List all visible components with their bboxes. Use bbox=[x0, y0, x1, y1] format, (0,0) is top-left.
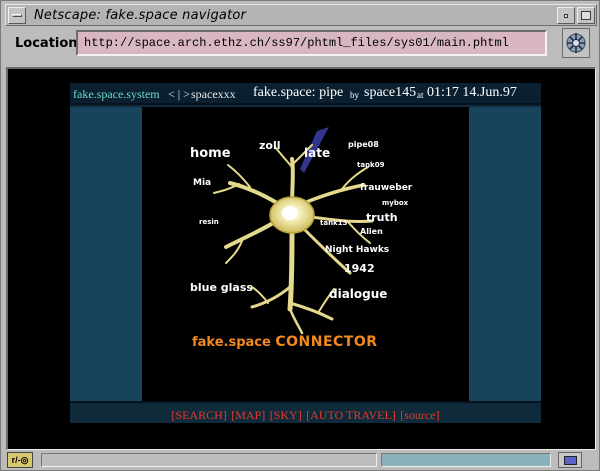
mail-envelope-icon[interactable] bbox=[558, 452, 582, 468]
map-link[interactable]: [MAP] bbox=[231, 408, 266, 422]
timestamp: 01:17 14.Jun.97 bbox=[427, 85, 517, 100]
map-label-truth[interactable]: truth bbox=[366, 211, 398, 224]
map-label-mia[interactable]: Mia bbox=[193, 178, 212, 188]
map-label-1942[interactable]: 1942 bbox=[344, 262, 375, 275]
sky-link[interactable]: [SKY] bbox=[269, 408, 302, 422]
footer-nav: [SEARCH] [MAP] [SKY] [AUTO TRAVEL] [sour… bbox=[70, 401, 541, 423]
location-label: Location: bbox=[15, 36, 83, 51]
source-link[interactable]: [source] bbox=[400, 408, 440, 422]
map-label-night-hawks[interactable]: Night Hawks bbox=[325, 245, 390, 255]
map-label-dialogue[interactable]: dialogue bbox=[329, 287, 388, 301]
location-input[interactable] bbox=[76, 30, 547, 56]
map-label-alien[interactable]: Alien bbox=[360, 227, 383, 236]
user-link[interactable]: spacexxx bbox=[191, 87, 236, 101]
fake-space-page: fake.space.system < | > spacexxx fake.sp… bbox=[70, 83, 541, 423]
map-label-tank09[interactable]: tank09 bbox=[357, 161, 385, 169]
left-sidebar bbox=[70, 107, 142, 401]
netscape-logo-icon[interactable] bbox=[562, 28, 590, 58]
title-bar[interactable]: Netscape: fake.space navigator bbox=[5, 4, 597, 26]
map-label-pipe08[interactable]: pipe08 bbox=[348, 140, 379, 149]
progress-bar bbox=[381, 453, 551, 467]
connector-title[interactable]: fake.space CONNECTOR bbox=[192, 334, 378, 350]
system-link[interactable]: fake.space.system bbox=[73, 87, 160, 101]
at-label: at bbox=[417, 90, 424, 100]
window-menu-icon[interactable] bbox=[8, 7, 26, 24]
map-label-resin[interactable]: resin bbox=[199, 218, 219, 226]
location-bar: Location: bbox=[5, 27, 597, 63]
space-title: fake.space: pipe bbox=[253, 85, 344, 100]
map-label-tank13[interactable]: tank13 bbox=[320, 219, 348, 227]
neuron-graphic bbox=[213, 127, 374, 335]
right-sidebar bbox=[469, 107, 541, 401]
content-viewport[interactable]: fake.space.system < | > spacexxx fake.sp… bbox=[6, 67, 596, 450]
status-message bbox=[41, 453, 377, 467]
nav-arrows[interactable]: < | > bbox=[168, 87, 190, 101]
maximize-icon[interactable] bbox=[577, 7, 595, 24]
map-label-blue-glass[interactable]: blue glass bbox=[190, 281, 253, 294]
connector-title-big: CONNECTOR bbox=[275, 334, 378, 350]
auto-travel-link[interactable]: [AUTO TRAVEL] bbox=[306, 408, 396, 422]
map-label-home[interactable]: home bbox=[190, 146, 231, 161]
map-label-mybox[interactable]: mybox bbox=[382, 199, 409, 207]
status-bar: r/-◎ bbox=[5, 452, 597, 469]
search-link[interactable]: [SEARCH] bbox=[171, 408, 227, 422]
window-title: Netscape: fake.space navigator bbox=[34, 8, 247, 23]
connector-title-small: fake.space bbox=[192, 335, 271, 350]
security-key-icon[interactable]: r/-◎ bbox=[7, 452, 33, 468]
by-label: by bbox=[350, 90, 359, 100]
page-header: fake.space.system < | > spacexxx fake.sp… bbox=[70, 83, 541, 105]
map-label-late[interactable]: late bbox=[304, 146, 331, 160]
map-label-zoll[interactable]: zoll bbox=[259, 139, 281, 152]
minimize-icon[interactable] bbox=[557, 7, 575, 24]
connector-map: zoll pipe08 home late tank09 Mia frauweb… bbox=[142, 107, 469, 401]
map-label-frauweber[interactable]: frauweber bbox=[360, 183, 413, 193]
author-name: space145 bbox=[364, 85, 417, 100]
